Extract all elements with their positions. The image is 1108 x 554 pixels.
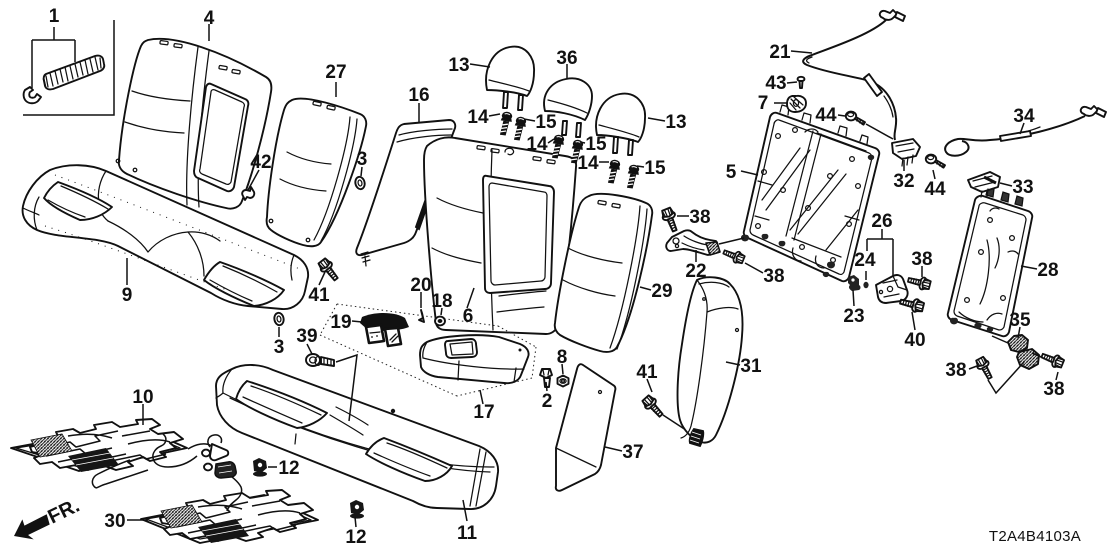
svg-text:38: 38 [763, 266, 784, 287]
svg-text:38: 38 [945, 360, 966, 381]
svg-text:14: 14 [526, 134, 548, 155]
svg-text:5: 5 [726, 162, 737, 183]
svg-text:35: 35 [1009, 310, 1031, 331]
svg-text:4: 4 [204, 8, 215, 29]
svg-text:15: 15 [535, 112, 557, 133]
svg-text:15: 15 [585, 134, 607, 155]
svg-text:21: 21 [769, 42, 791, 63]
svg-text:41: 41 [636, 362, 658, 383]
svg-text:13: 13 [665, 112, 686, 133]
svg-text:15: 15 [644, 158, 666, 179]
svg-text:26: 26 [871, 211, 892, 232]
svg-text:6: 6 [463, 306, 474, 327]
svg-text:7: 7 [758, 93, 769, 114]
svg-text:38: 38 [1043, 379, 1064, 400]
svg-text:43: 43 [765, 73, 786, 94]
svg-text:30: 30 [104, 511, 125, 532]
svg-text:41: 41 [308, 285, 330, 306]
svg-text:29: 29 [651, 281, 672, 302]
svg-text:12: 12 [345, 527, 366, 548]
svg-text:40: 40 [904, 330, 925, 351]
svg-text:38: 38 [689, 207, 710, 228]
svg-text:3: 3 [274, 337, 285, 358]
svg-text:44: 44 [815, 105, 837, 126]
svg-text:14: 14 [577, 153, 599, 174]
svg-text:16: 16 [408, 85, 429, 106]
svg-text:13: 13 [448, 55, 469, 76]
svg-text:8: 8 [557, 347, 568, 368]
svg-text:1: 1 [49, 6, 60, 27]
svg-text:38: 38 [911, 249, 932, 270]
svg-text:2: 2 [542, 391, 553, 412]
svg-text:20: 20 [410, 275, 431, 296]
svg-text:23: 23 [843, 306, 864, 327]
svg-text:14: 14 [467, 107, 489, 128]
svg-text:31: 31 [740, 356, 762, 377]
svg-text:24: 24 [854, 250, 876, 271]
svg-text:42: 42 [250, 152, 271, 173]
svg-text:39: 39 [296, 326, 317, 347]
svg-text:32: 32 [893, 171, 914, 192]
svg-text:10: 10 [132, 387, 153, 408]
svg-text:9: 9 [122, 285, 133, 306]
svg-text:12: 12 [278, 458, 299, 479]
svg-text:34: 34 [1013, 106, 1035, 127]
svg-text:22: 22 [685, 261, 706, 282]
svg-text:27: 27 [325, 62, 346, 83]
svg-text:3: 3 [357, 149, 368, 170]
svg-text:11: 11 [457, 523, 478, 544]
svg-text:18: 18 [431, 291, 452, 312]
svg-text:17: 17 [473, 402, 494, 423]
svg-text:19: 19 [330, 312, 351, 333]
svg-text:28: 28 [1037, 260, 1058, 281]
svg-text:33: 33 [1012, 177, 1033, 198]
svg-text:T2A4B4103A: T2A4B4103A [989, 528, 1081, 545]
svg-text:36: 36 [556, 48, 577, 69]
svg-text:44: 44 [924, 179, 946, 200]
svg-text:37: 37 [622, 442, 643, 463]
